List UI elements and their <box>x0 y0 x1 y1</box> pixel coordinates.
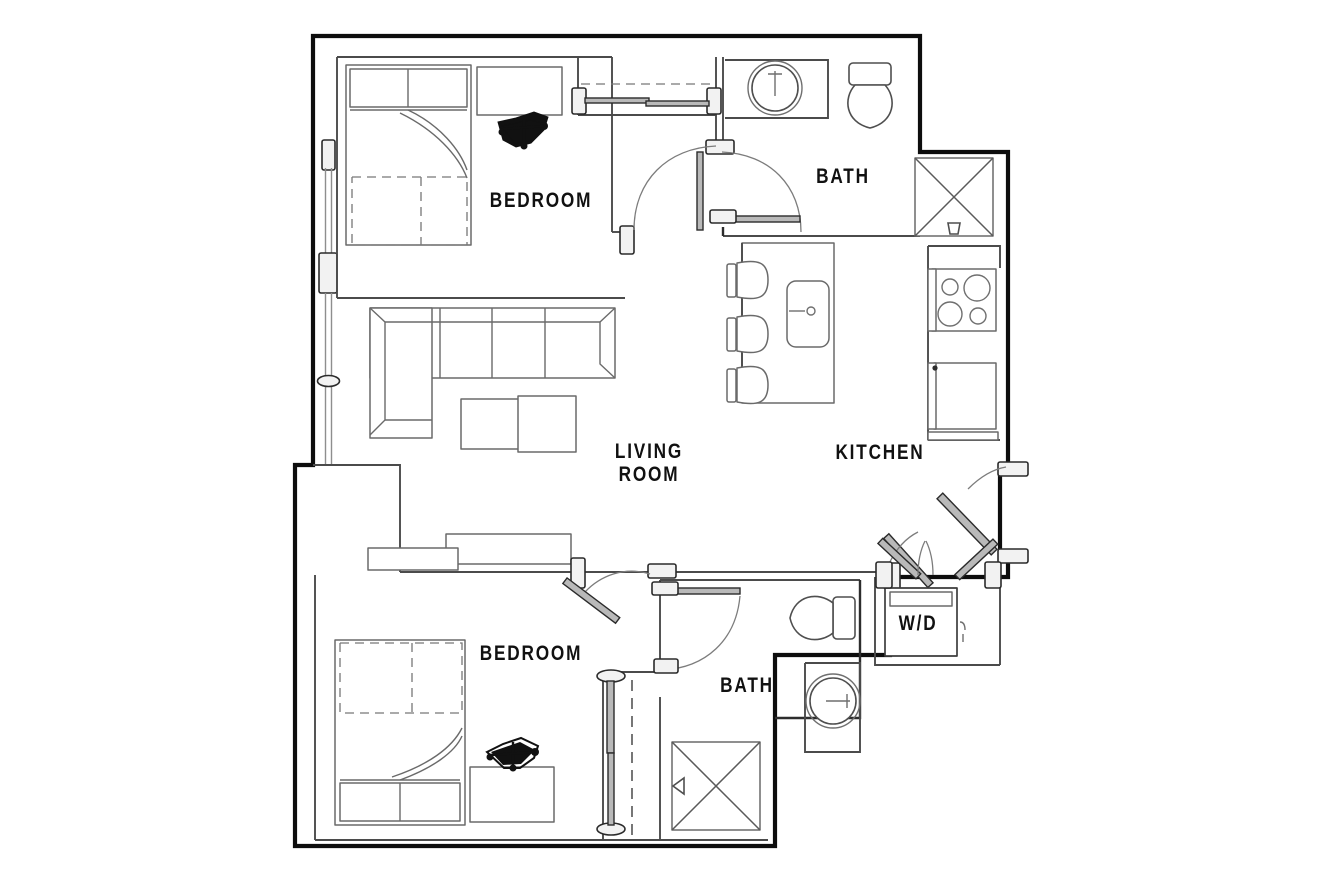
toilet-bath-south <box>789 595 856 641</box>
room-label-living-room-line1: LIVING <box>615 441 683 464</box>
desk-north <box>476 66 563 116</box>
room-label-bedroom-north: BEDROOM <box>490 190 592 213</box>
door-closet-south[interactable] <box>596 669 626 836</box>
dresser-south <box>469 766 555 823</box>
island-sink <box>786 280 830 348</box>
kitchen-furniture <box>726 242 999 441</box>
toilet-bath-north <box>847 62 893 129</box>
range <box>927 268 997 332</box>
chair-north <box>497 111 549 150</box>
room-label-living-room-line2: ROOM <box>619 464 680 487</box>
barstool-2 <box>726 314 769 354</box>
bed-south <box>334 639 466 826</box>
door-bedroom-south[interactable] <box>561 557 677 625</box>
side-table <box>517 395 577 453</box>
bedroom-north-furniture <box>345 64 563 246</box>
laundry-closet-fixtures <box>884 587 966 657</box>
door-bath-south[interactable] <box>651 581 741 674</box>
window-west-lower <box>316 293 341 465</box>
sectional-sofa <box>369 307 616 439</box>
barstool-1 <box>726 260 769 300</box>
room-label-kitchen: KITCHEN <box>835 442 924 465</box>
door-wd-right[interactable] <box>925 538 1002 589</box>
exterior-wall-outline <box>292 33 1011 849</box>
door-bath-north[interactable] <box>709 151 802 233</box>
console-table <box>445 533 572 565</box>
sink-bath-north <box>747 60 803 116</box>
room-label-bath-north: BATH <box>816 166 870 189</box>
bed-north <box>345 64 472 246</box>
room-label-bedroom-south: BEDROOM <box>480 643 582 666</box>
door-entry[interactable] <box>936 461 1029 564</box>
desk-south <box>367 547 459 571</box>
door-wd-left[interactable] <box>875 537 926 589</box>
rug-south <box>339 642 463 714</box>
door-bedroom-north[interactable] <box>619 139 735 255</box>
barstool-3 <box>726 365 769 405</box>
room-label-laundry: W/D <box>899 613 938 636</box>
bath-south-fixtures <box>789 595 861 729</box>
bedroom-south-furniture <box>334 547 555 826</box>
room-label-bath-south: BATH <box>720 675 774 698</box>
shower-bath-north <box>914 157 994 237</box>
door-closet-north[interactable] <box>571 87 722 115</box>
bath-north-fixtures <box>747 60 893 129</box>
shower-bath-south <box>671 741 761 831</box>
refrigerator <box>927 362 999 441</box>
rug-north <box>351 176 468 246</box>
chair-south <box>485 736 540 772</box>
living-room-furniture <box>369 307 616 565</box>
sink-bath-south <box>805 673 861 729</box>
